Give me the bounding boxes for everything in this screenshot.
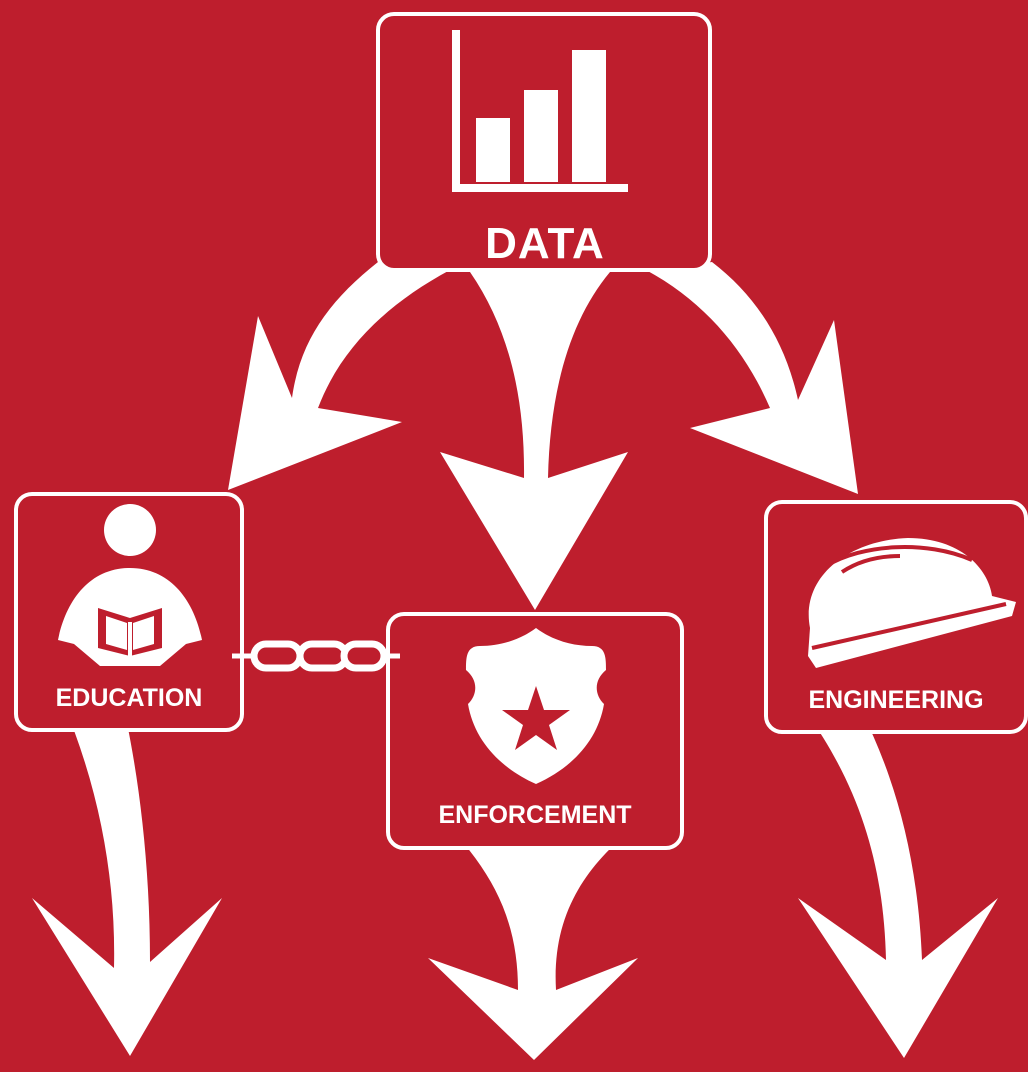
arrow-data-to-education xyxy=(228,262,450,490)
arrow-engineering-down xyxy=(798,712,998,1058)
data-label: DATA xyxy=(485,219,605,268)
police-badge-star-icon xyxy=(466,628,606,784)
education-label: EDUCATION xyxy=(55,684,203,712)
arrows-down xyxy=(32,700,998,1060)
arrow-data-to-enforcement xyxy=(440,272,628,610)
enforcement-label: ENFORCEMENT xyxy=(438,801,632,829)
arrow-data-to-engineering xyxy=(646,262,858,494)
person-reading-book-icon xyxy=(58,504,202,666)
arrow-enforcement-down xyxy=(428,826,638,1060)
chain-link-icon xyxy=(232,640,400,672)
bar-chart-icon xyxy=(452,30,628,192)
arrow-education-down xyxy=(32,700,222,1056)
engineering-label: ENGINEERING xyxy=(808,686,984,714)
arrows-from-data xyxy=(228,262,858,610)
hard-hat-icon xyxy=(808,538,1016,668)
